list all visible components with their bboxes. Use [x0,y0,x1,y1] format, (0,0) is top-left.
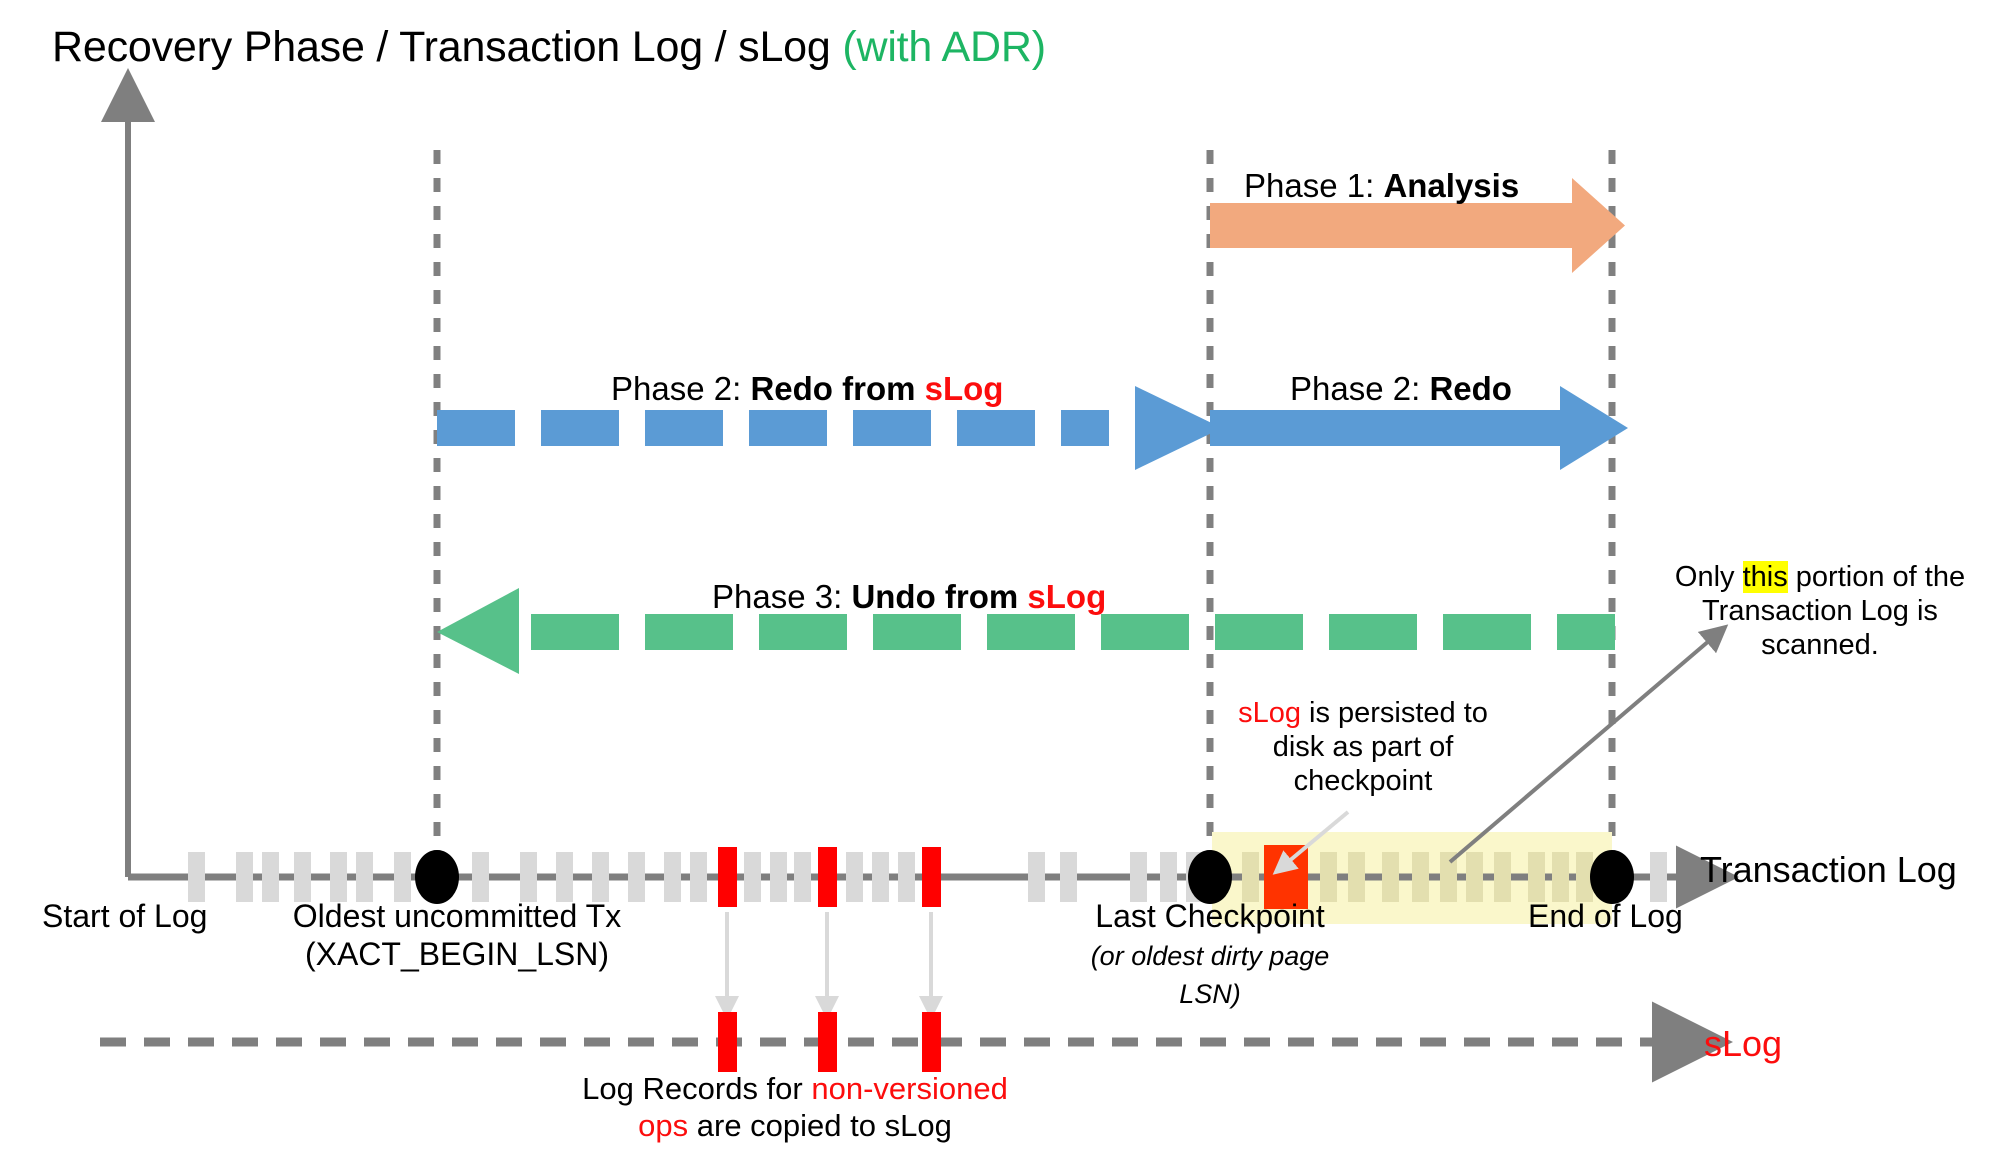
annotation-scanned-highlight: this [1742,561,1788,593]
marker-end-of-log [1590,850,1634,904]
phase-2-redo-arrow [1210,386,1628,470]
label-oldest-line2: (XACT_BEGIN_LSN) [304,935,610,972]
annotation-slog-persisted: sLog is persisted to disk as part of che… [1228,696,1498,799]
phase-1-analysis-arrow [1210,178,1625,273]
phase-3-suffix: sLog [1027,578,1107,615]
label-last-checkpoint-sub1: (or oldest dirty page [1090,940,1330,971]
phase-2-redo-name: Redo [1429,370,1512,407]
phase-3-prefix: Phase 3: [712,578,852,615]
phase-2-redo-from-slog-arrow [437,386,1222,470]
label-last-checkpoint-sub2: LSN) [1179,978,1241,1009]
annotation-scanned-after: portion of the Transaction Log is scanne… [1702,561,1966,662]
label-last-checkpoint-main: Last Checkpoint [1095,898,1325,934]
title-adr-suffix: (with ADR) [842,23,1046,71]
phase-2-redo-prefix: Phase 2: [1290,370,1430,407]
label-end-of-log: End of Log [1528,898,1683,934]
phase-2-slog-name: Redo from [750,370,925,407]
label-start-of-log: Start of Log [42,898,208,934]
page-title: Recovery Phase / Transaction Log / sLog … [52,22,1046,73]
phase-2-slog-suffix: sLog [924,370,1004,407]
nonversioned-log-record-ticks [718,847,941,907]
phase-3-label: Phase 3: Undo from sLog [712,578,1106,617]
marker-last-checkpoint [1188,850,1232,904]
leader-scanned-annotation [1448,624,1729,864]
annotation-log-records-copied: Log Records for non-versioned ops are co… [560,1071,1030,1144]
phase-2-slog-prefix: Phase 2: [611,370,751,407]
label-transaction-log: Transaction Log [1700,849,1957,890]
marker-oldest-uncommitted-tx [415,850,459,904]
annotation-log-records-red: non-versioned ops [638,1071,1008,1143]
log-record-ticks-scanned [1242,852,1667,902]
annotation-scanned-portion: Only this portion of the Transaction Log… [1650,560,1990,663]
copy-to-slog-connectors [715,912,943,1020]
phase-1-prefix: Phase 1: [1244,167,1384,204]
annotation-scanned-before: Only [1674,561,1743,593]
title-main: Recovery Phase / Transaction Log / sLog [52,23,843,71]
leader-checkpoint-annotation [1272,810,1350,875]
log-record-ticks [188,852,1203,902]
annotation-slog-persisted-rest: is persisted to disk as part of checkpoi… [1272,697,1488,798]
annotation-log-records-after: are copied to sLog [688,1107,952,1143]
slog-record-ticks [718,1012,941,1072]
phase-3-name: Undo from [851,578,1028,615]
phase-3-undo-from-slog-arrow [437,588,1615,674]
label-oldest-uncommitted-tx: Oldest uncommitted Tx(XACT_BEGIN_LSN) [262,898,652,974]
phase-2-slog-label: Phase 2: Redo from sLog [611,370,1003,409]
phase-2-redo-label: Phase 2: Redo [1290,370,1512,409]
annotation-slog-persisted-red: sLog [1238,697,1301,729]
phase-1-label: Phase 1: Analysis [1244,167,1519,206]
phase-1-name: Analysis [1383,167,1520,204]
label-oldest-line1: Oldest uncommitted Tx [292,898,622,934]
label-slog: sLog [1704,1023,1783,1064]
annotation-log-records-before: Log Records for [582,1071,812,1106]
